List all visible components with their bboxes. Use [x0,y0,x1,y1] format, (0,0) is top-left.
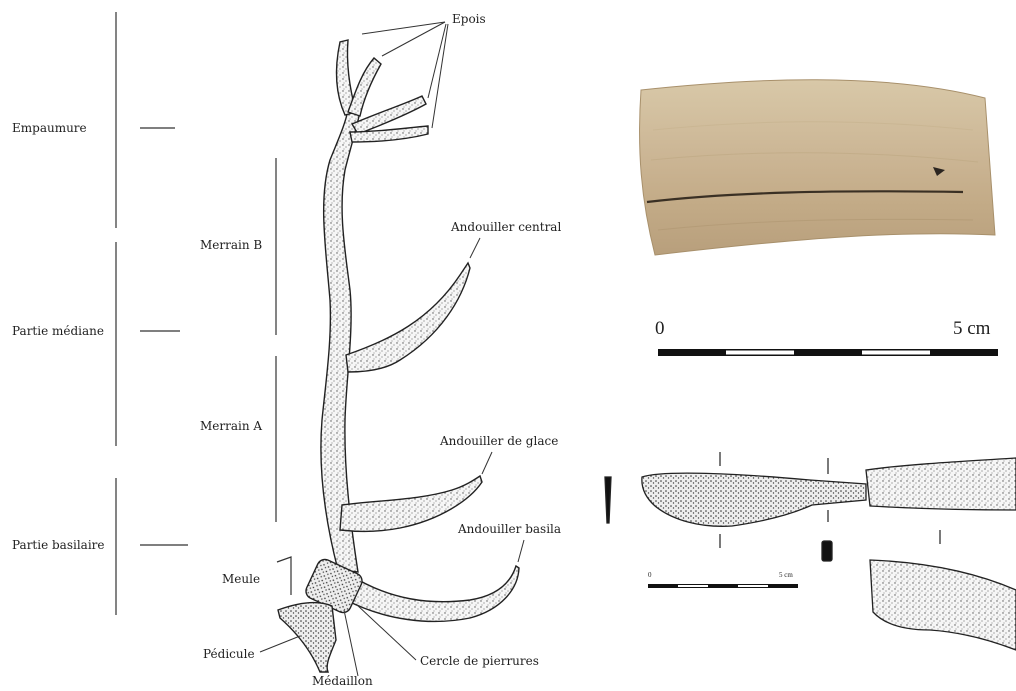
label-merrain-b: Merrain B [200,238,262,252]
label-merrain-a: Merrain A [200,419,262,433]
label-partie-basilaire: Partie basilaire [12,538,105,552]
knife-drawing [605,458,1016,650]
scale-bar-small [648,584,798,588]
label-andouiller-glace: Andouiller de glace [440,434,558,448]
scale-small-start: 0 [648,571,652,579]
antler-fragment-photo [633,70,1001,270]
label-medaillon: Médaillon [312,674,373,688]
scale-large-end: 5 cm [953,318,990,340]
scale-bar-large [658,349,998,356]
antler-drawing [278,40,519,672]
label-pedicule: Pédicule [203,647,255,661]
label-empaumure: Empaumure [12,121,87,135]
label-epois: Epois [452,12,486,26]
label-andouiller-basila: Andouiller basila [458,522,561,536]
label-meule: Meule [222,572,260,586]
section-brackets [116,12,291,615]
scale-small-end: 5 cm [779,571,793,579]
label-cercle: Cercle de pierrures [420,654,539,668]
scale-large-start: 0 [655,318,665,340]
label-andouiller-central: Andouiller central [451,220,561,234]
label-partie-mediane: Partie médiane [12,324,104,338]
